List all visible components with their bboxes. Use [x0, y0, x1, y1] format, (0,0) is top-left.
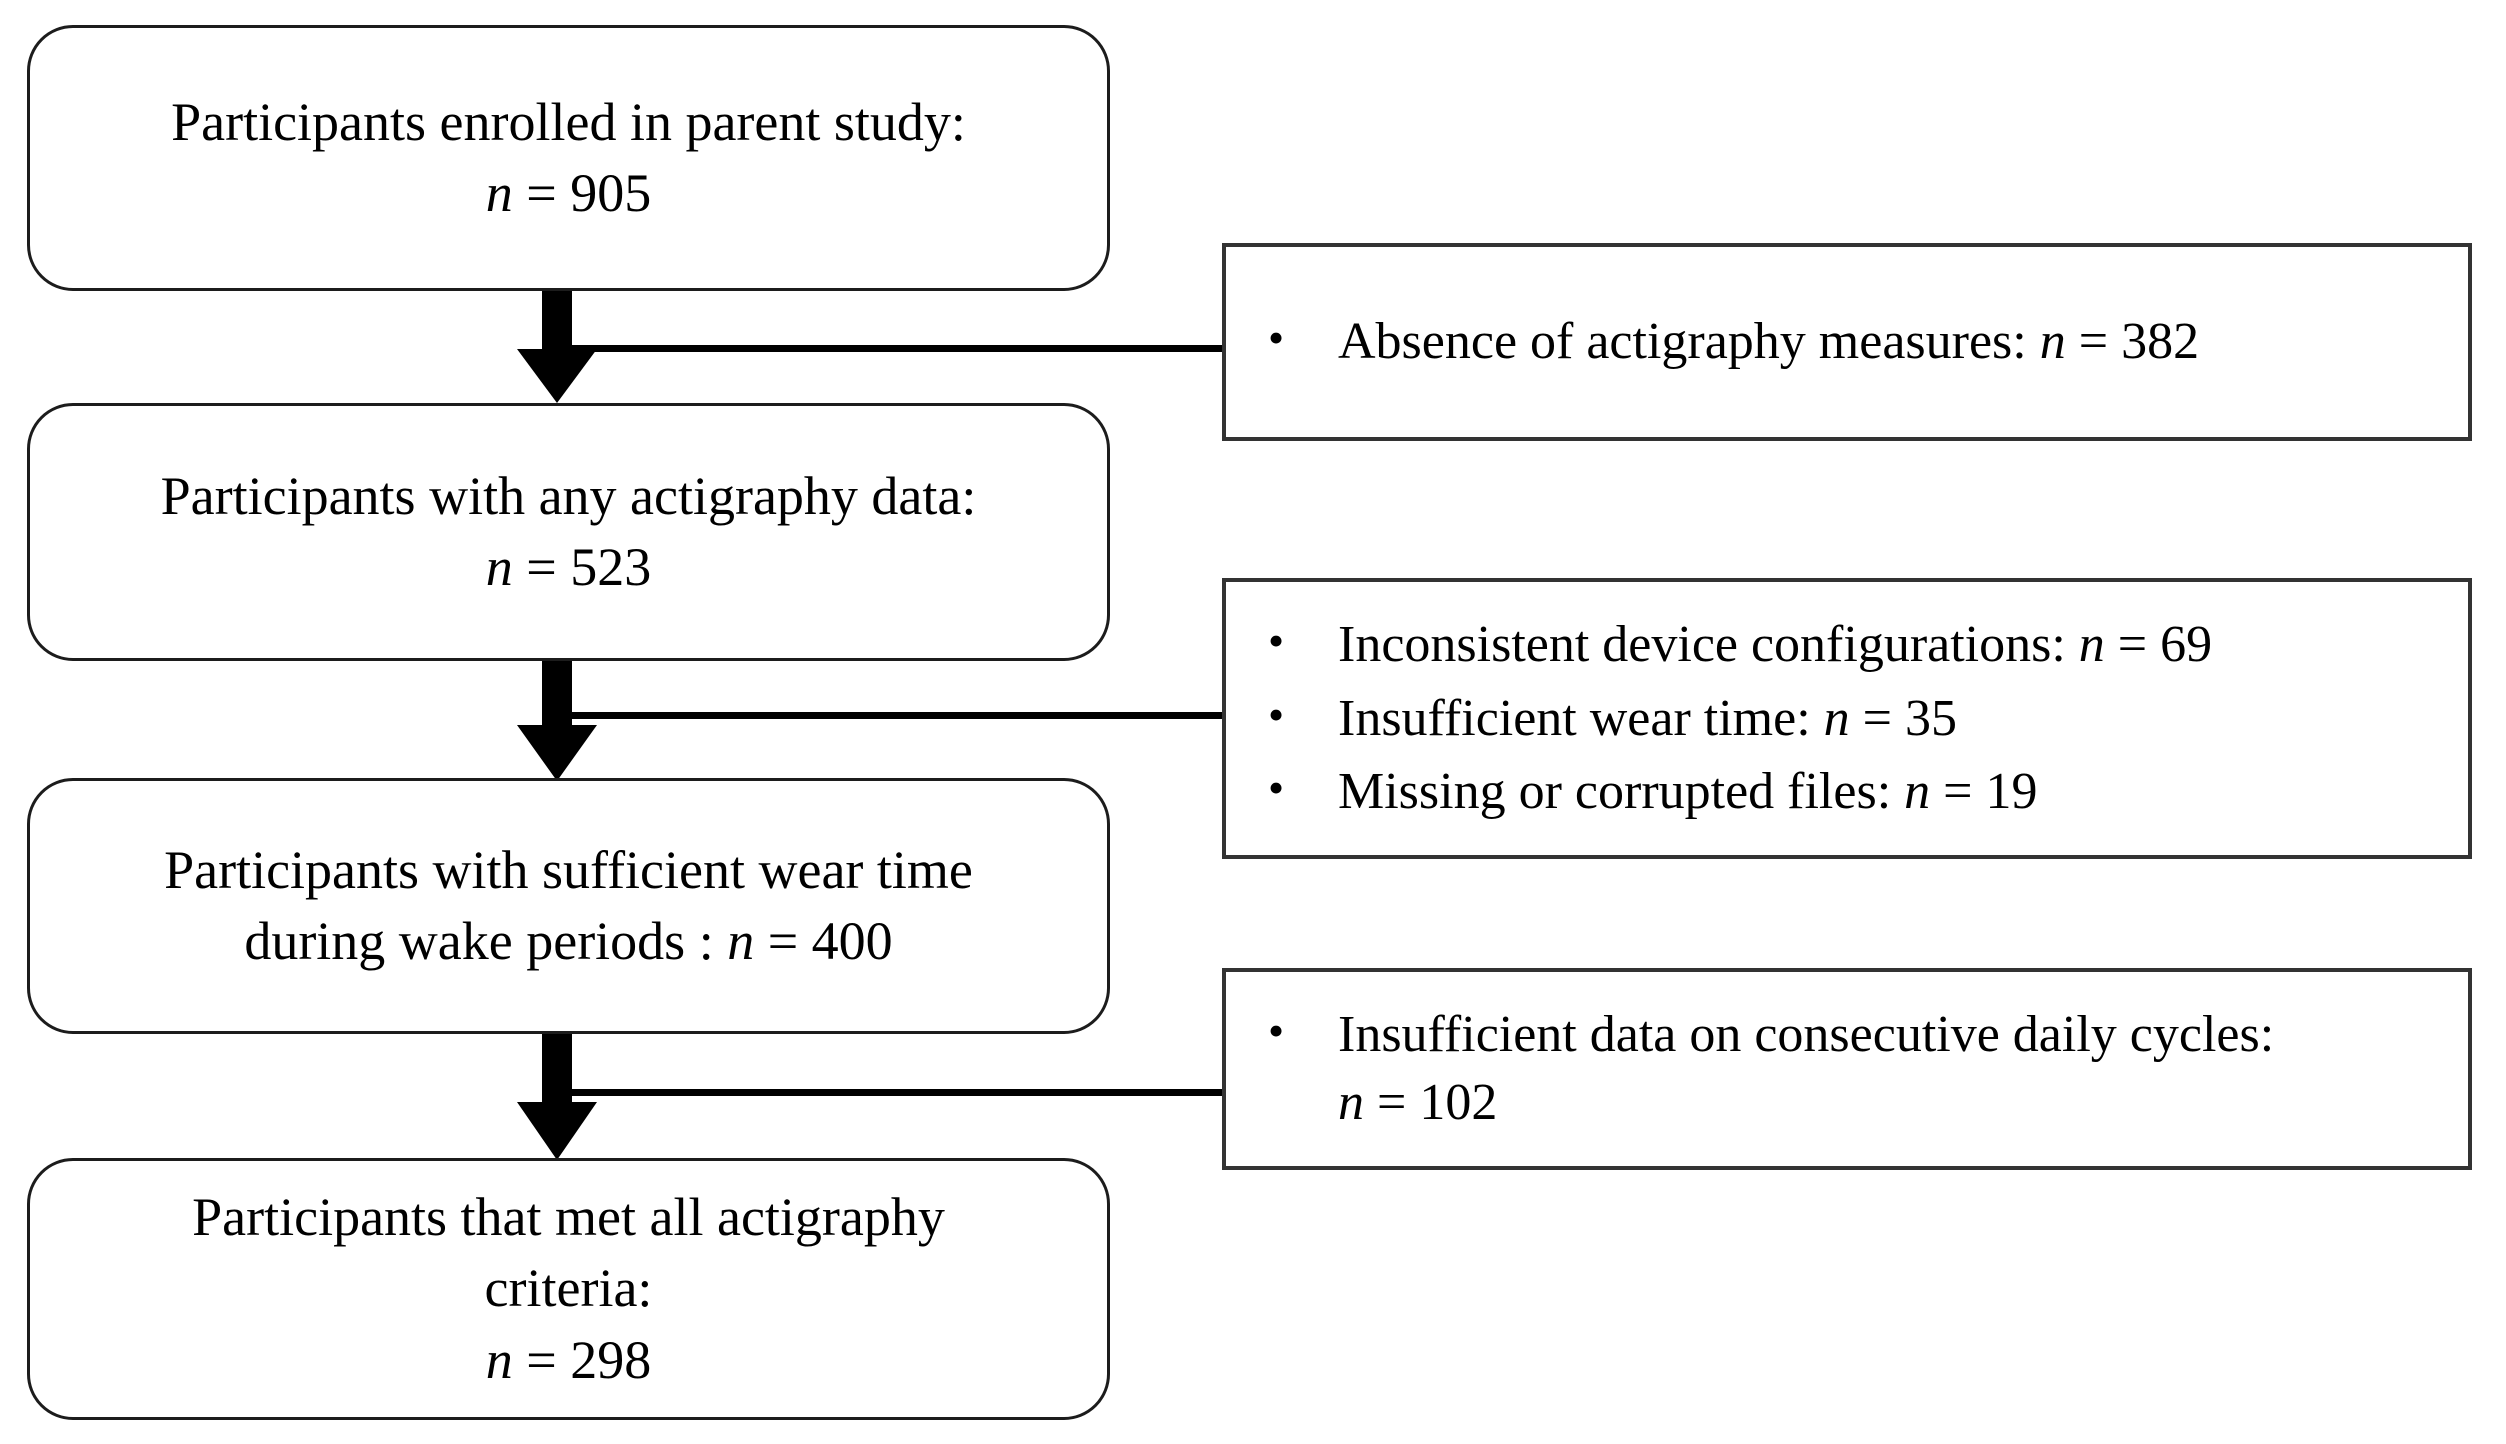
equals-symbol: = — [512, 1329, 571, 1390]
n-symbol: n — [485, 537, 513, 597]
n-symbol: n — [727, 911, 755, 971]
flow-box-sufficient-wear-time-value: 400 — [811, 911, 893, 971]
exclusion-box-2: • Inconsistent device configurations: n … — [1222, 578, 2472, 859]
exclusion-item-text: Insufficient data on consecutive daily c… — [1338, 1001, 2442, 1136]
exclusion-item-label: Insufficient wear time: — [1338, 689, 1824, 747]
exclusion-box-3: • Insufficient data on consecutive daily… — [1222, 968, 2472, 1170]
equals-symbol: = — [2065, 313, 2122, 371]
flow-box-any-actigraphy-stat: n = 523 — [64, 532, 1073, 603]
exclusion-item-label: Insufficient data on consecutive daily c… — [1338, 1006, 2275, 1064]
flow-box-sufficient-wear-time-line-2-text: during wake periods : — [244, 911, 728, 971]
exclusion-item-label: Inconsistent device configurations: — [1338, 616, 2079, 674]
equals-symbol: = — [512, 537, 571, 597]
n-symbol: n — [2039, 313, 2066, 371]
equals-symbol: = — [1364, 1074, 1420, 1131]
exclusion-item-label: Absence of actigraphy measures: — [1338, 313, 2040, 371]
n-symbol: n — [1904, 763, 1931, 821]
flow-box-met-all-criteria: Participants that met all actigraphy cri… — [27, 1158, 1110, 1420]
exclusion-item-text: Inconsistent device configurations: n = … — [1338, 611, 2442, 679]
connector-to-exclusion-3 — [554, 1089, 1226, 1096]
flow-box-met-all-criteria-line-1: Participants that met all actigraphy — [192, 1187, 945, 1248]
arrow-any-actigraphy-to-sufficient-wear — [517, 661, 597, 781]
exclusion-item: • Insufficient wear time: n = 35 — [1252, 685, 2442, 753]
exclusion-item: • Inconsistent device configurations: n … — [1252, 611, 2442, 679]
flow-box-sufficient-wear-time-text: Participants with sufficient wear time d… — [64, 835, 1073, 978]
equals-symbol: = — [1849, 689, 1905, 747]
bullet-icon: • — [1268, 1005, 1285, 1057]
flow-box-sufficient-wear-time-line-2: during wake periods : n = 400 — [64, 906, 1073, 977]
arrow-head-icon — [517, 1102, 597, 1160]
flow-box-met-all-criteria-line-2: criteria: — [484, 1258, 653, 1319]
n-symbol: n — [485, 1329, 513, 1390]
exclusion-box-1: • Absence of actigraphy measures: n = 38… — [1222, 243, 2472, 441]
n-symbol: n — [485, 163, 513, 223]
bullet-icon: • — [1268, 762, 1285, 814]
bullet-icon: • — [1268, 688, 1285, 740]
connector-to-exclusion-1 — [554, 345, 1226, 352]
exclusion-item-value: 102 — [1419, 1074, 1498, 1131]
equals-symbol: = — [512, 163, 571, 223]
exclusion-item: • Insufficient data on consecutive daily… — [1252, 1001, 2442, 1136]
flow-box-enrolled-line-1: Participants enrolled in parent study: — [171, 91, 966, 152]
connector-to-exclusion-2 — [554, 712, 1226, 719]
exclusion-item: • Missing or corrupted files: n = 19 — [1252, 758, 2442, 826]
equals-symbol: = — [2104, 616, 2161, 674]
flow-box-any-actigraphy: Participants with any actigraphy data: n… — [27, 403, 1110, 661]
bullet-icon: • — [1268, 615, 1285, 667]
exclusion-item: • Absence of actigraphy measures: n = 38… — [1252, 308, 2442, 376]
bullet-icon: • — [1268, 312, 1285, 364]
n-symbol: n — [2078, 616, 2105, 674]
flow-box-any-actigraphy-text: Participants with any actigraphy data: n… — [64, 461, 1073, 604]
exclusion-item-text: Absence of actigraphy measures: n = 382 — [1338, 308, 2442, 376]
arrow-shaft — [542, 291, 572, 353]
flow-box-any-actigraphy-value: 523 — [570, 537, 652, 597]
arrow-head-icon — [517, 725, 597, 781]
exclusion-item-value: 19 — [1985, 763, 2038, 821]
flow-box-enrolled-text: Participants enrolled in parent study: n… — [64, 87, 1073, 230]
flow-box-sufficient-wear-time: Participants with sufficient wear time d… — [27, 778, 1110, 1034]
n-symbol: n — [1823, 689, 1850, 747]
equals-symbol: = — [754, 911, 812, 971]
exclusion-item-value: 69 — [2160, 616, 2213, 674]
exclusion-item-text: Insufficient wear time: n = 35 — [1338, 685, 2442, 753]
exclusion-item-text: Missing or corrupted files: n = 19 — [1338, 758, 2442, 826]
flow-box-met-all-criteria-stat: n = 298 — [64, 1325, 1073, 1396]
arrow-sufficient-wear-to-met-criteria — [517, 1034, 597, 1160]
n-symbol: n — [1338, 1074, 1364, 1131]
arrow-enrolled-to-any-actigraphy — [517, 291, 597, 403]
flow-box-met-all-criteria-value: 298 — [570, 1329, 652, 1390]
exclusion-item-value: 35 — [1904, 689, 1957, 747]
flow-box-enrolled-value: 905 — [570, 163, 652, 223]
flow-box-sufficient-wear-time-line-1: Participants with sufficient wear time — [164, 839, 973, 900]
arrow-head-icon — [517, 349, 597, 403]
flow-box-any-actigraphy-line-1: Participants with any actigraphy data: — [160, 465, 977, 526]
flow-box-enrolled-stat: n = 905 — [64, 158, 1073, 229]
equals-symbol: = — [1930, 763, 1986, 821]
exclusion-item-label: Missing or corrupted files: — [1338, 763, 1905, 821]
flow-box-enrolled: Participants enrolled in parent study: n… — [27, 25, 1110, 291]
flow-box-met-all-criteria-text: Participants that met all actigraphy cri… — [64, 1182, 1073, 1396]
exclusion-item-value: 382 — [2121, 313, 2200, 371]
